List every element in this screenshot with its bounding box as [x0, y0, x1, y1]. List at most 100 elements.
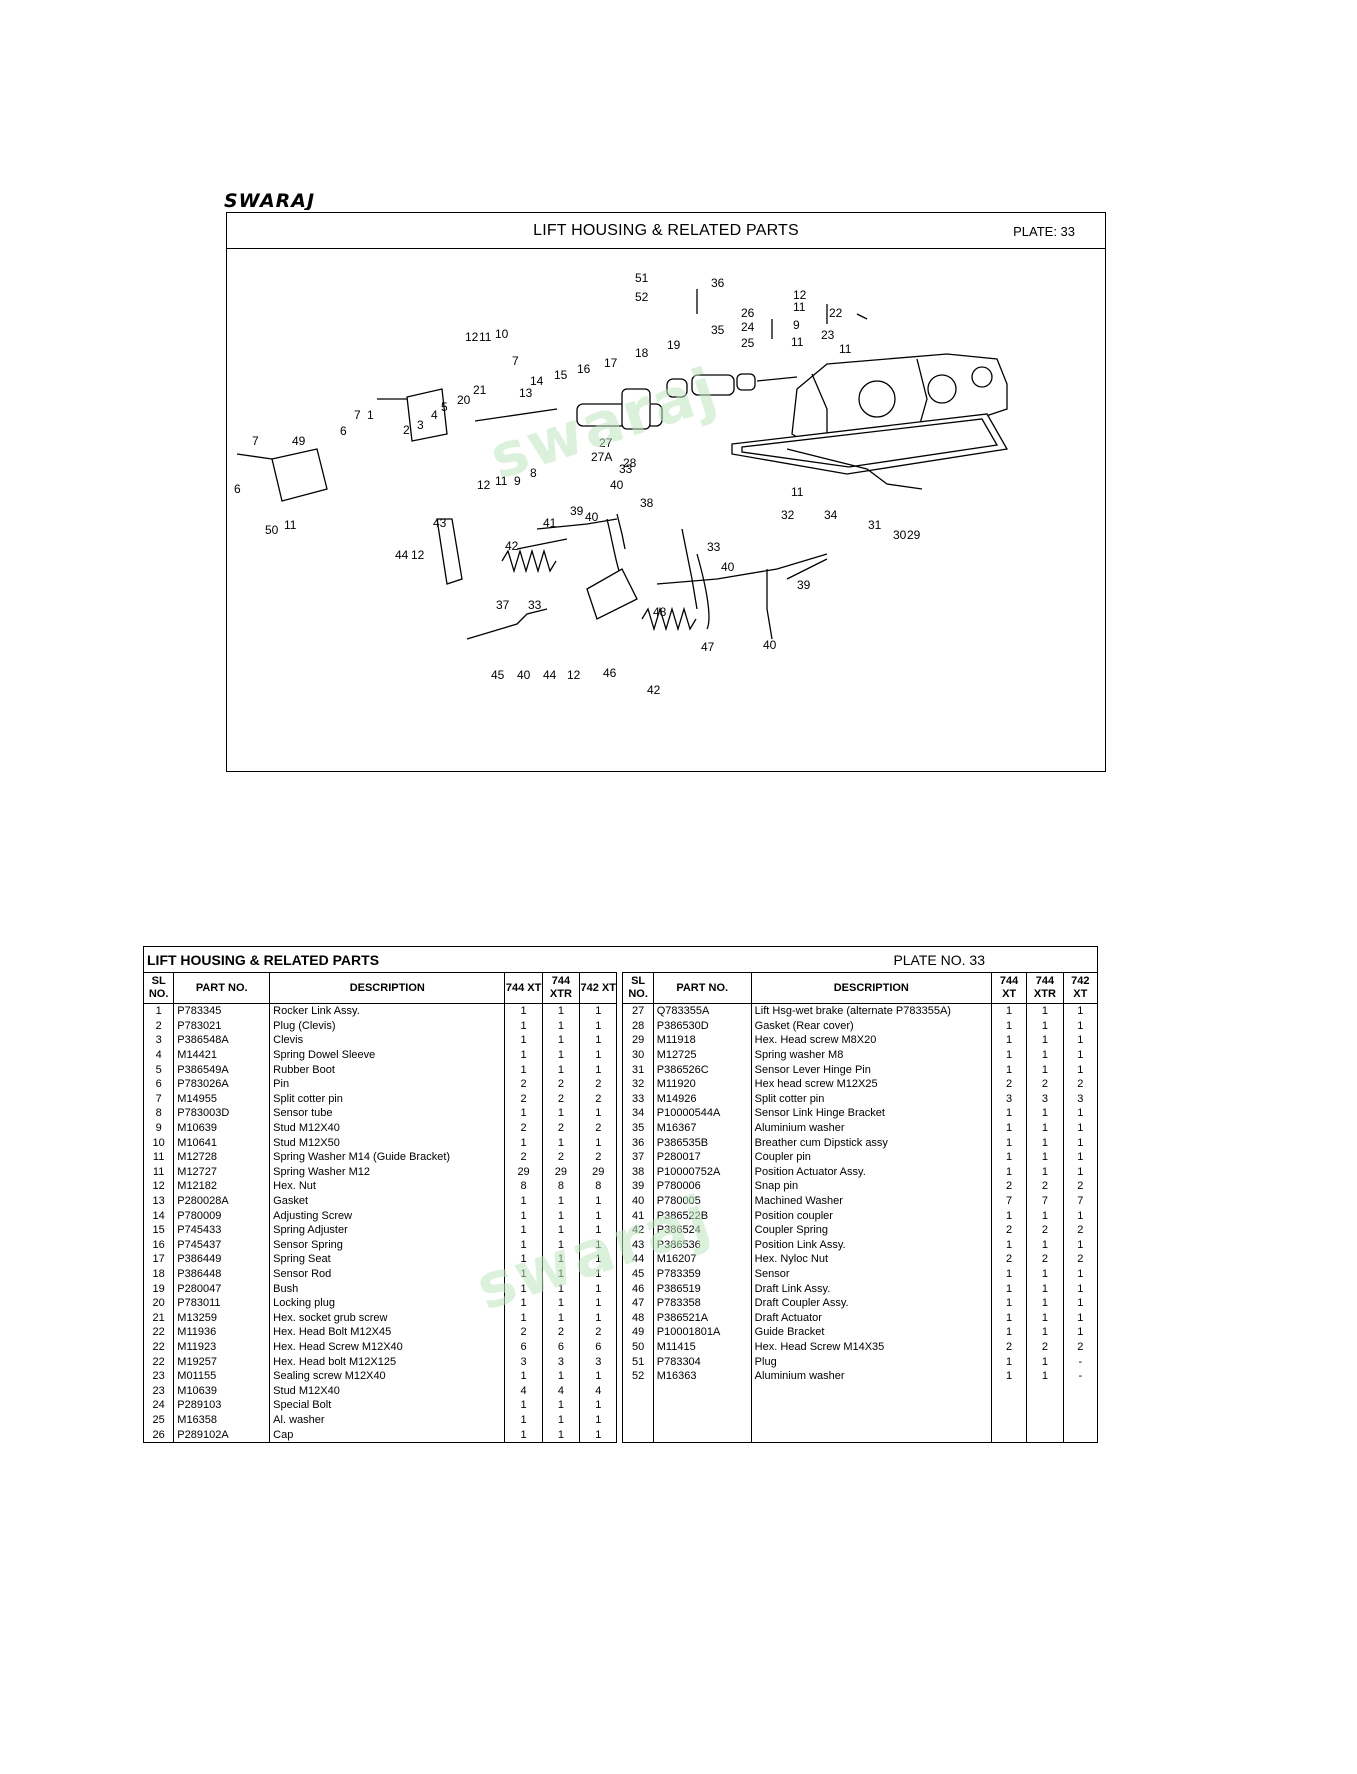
- cell-sl-no: 46: [622, 1281, 654, 1296]
- svg-text:29: 29: [907, 528, 921, 542]
- svg-text:13: 13: [519, 386, 533, 400]
- cell-744xtr: 1: [1026, 1208, 1064, 1223]
- cell-description: Sensor tube: [269, 1106, 506, 1121]
- cell-part-no: P289103: [173, 1398, 271, 1413]
- svg-text:40: 40: [585, 510, 599, 524]
- cell-sl-no: 34: [622, 1106, 654, 1121]
- cell-744xtr: 1: [541, 1427, 581, 1443]
- cell-744xtr: 1: [1026, 1325, 1064, 1340]
- cell-description: Hex. Nut: [269, 1179, 506, 1194]
- cell-part-no: P289102A: [173, 1427, 271, 1443]
- cell-744xt: 1: [990, 1295, 1028, 1311]
- cell-description: Sealing screw M12X40: [269, 1368, 506, 1384]
- cell-744xt: 2: [504, 1120, 543, 1136]
- cell-sl-no: [622, 1427, 654, 1443]
- cell-744xt: 3: [504, 1354, 543, 1369]
- cell-description: Position Actuator Assy.: [750, 1164, 992, 1180]
- cell-744xtr: 1: [541, 1047, 581, 1063]
- cell-744xtr: 1: [541, 1062, 581, 1077]
- cell-description: Plug: [750, 1354, 992, 1369]
- cell-744xtr: 1: [1026, 1033, 1064, 1048]
- cell-sl-no: 38: [622, 1164, 654, 1180]
- cell-742xt: 2: [579, 1149, 618, 1165]
- cell-744xtr: 1: [1026, 1237, 1064, 1253]
- cell-part-no: P10000544A: [652, 1106, 752, 1121]
- col-742xt-right: 742 XT: [1062, 972, 1099, 1004]
- parts-table: SL NO. PART NO. DESCRIPTION 744 XT 744 X…: [142, 972, 1099, 1443]
- cell-description: Aluminium washer: [750, 1120, 992, 1136]
- svg-text:7: 7: [252, 434, 259, 448]
- cell-744xt: 1: [990, 1120, 1028, 1136]
- cell-744xtr: 1: [541, 1003, 581, 1019]
- cell-744xtr: 1: [1026, 1149, 1064, 1165]
- cell-744xtr: 1: [541, 1222, 581, 1238]
- col-742xt: 742 XT: [579, 972, 618, 1004]
- cell-744xt: 1: [504, 1252, 543, 1267]
- svg-text:44: 44: [395, 548, 409, 562]
- col-744xtr-right: 744 XTR: [1026, 972, 1064, 1004]
- cell-part-no: M10641: [173, 1135, 271, 1150]
- cell-744xt: 2: [990, 1179, 1028, 1194]
- cell-sl-no: 48: [622, 1310, 654, 1326]
- cell-description: Sensor Spring: [269, 1237, 506, 1253]
- cell-sl-no: 28: [622, 1018, 654, 1034]
- cell-744xtr: 1: [541, 1208, 581, 1223]
- svg-text:42: 42: [505, 539, 519, 553]
- cell-sl-no: 2: [142, 1018, 175, 1034]
- svg-text:32: 32: [781, 508, 795, 522]
- cell-744xtr: 2: [1026, 1076, 1064, 1092]
- cell-description: Lift Hsg-wet brake (alternate P783355A): [750, 1003, 992, 1019]
- cell-744xt: 2: [504, 1149, 543, 1165]
- cell-744xtr: [1026, 1383, 1064, 1399]
- cell-744xt: 1: [504, 1106, 543, 1121]
- cell-part-no: M14926: [652, 1091, 752, 1107]
- cell-description: Hex. Head screw M8X20: [750, 1033, 992, 1048]
- col-sl-no: SL NO.: [142, 972, 175, 1004]
- cell-744xt: 1: [990, 1354, 1028, 1369]
- cell-sl-no: 13: [142, 1193, 175, 1209]
- cell-742xt: 1: [579, 1252, 618, 1267]
- cell-part-no: P280047: [173, 1281, 271, 1296]
- cell-part-no: M10639: [173, 1120, 271, 1136]
- cell-sl-no: 23: [142, 1383, 175, 1399]
- cell-sl-no: 42: [622, 1222, 654, 1238]
- cell-744xt: 1: [990, 1310, 1028, 1326]
- cell-part-no: P280017: [652, 1149, 752, 1165]
- cell-description: Stud M12X40: [269, 1383, 506, 1399]
- cell-part-no: M16207: [652, 1252, 752, 1267]
- cell-744xt: 1: [990, 1018, 1028, 1034]
- svg-text:39: 39: [797, 578, 811, 592]
- cell-744xtr: 2: [1026, 1179, 1064, 1194]
- cell-part-no: P783026A: [173, 1076, 271, 1092]
- col-part-no: PART NO.: [173, 972, 271, 1004]
- svg-text:7: 7: [512, 354, 519, 368]
- cell-description: Hex. Head Screw M12X40: [269, 1339, 506, 1355]
- cell-744xt: 1: [504, 1368, 543, 1384]
- cell-description: Bush: [269, 1281, 506, 1296]
- svg-text:27A: 27A: [591, 450, 612, 464]
- cell-742xt: -: [1062, 1354, 1099, 1369]
- cell-description: Hex head screw M12X25: [750, 1076, 992, 1092]
- cell-744xt: 2: [990, 1339, 1028, 1355]
- svg-text:40: 40: [721, 560, 735, 574]
- cell-description: Sensor Link Hinge Bracket: [750, 1106, 992, 1121]
- cell-742xt: 1: [579, 1033, 618, 1048]
- cell-description: Split cotter pin: [269, 1091, 506, 1107]
- cell-744xtr: 1: [541, 1237, 581, 1253]
- col-744xt-right: 744 XT: [990, 972, 1028, 1004]
- cell-744xtr: 2: [541, 1325, 581, 1340]
- cell-description: Sensor Rod: [269, 1266, 506, 1282]
- cell-744xtr: 2: [541, 1076, 581, 1092]
- cell-744xtr: 1: [1026, 1018, 1064, 1034]
- cell-742xt: 8: [579, 1179, 618, 1194]
- cell-742xt: 1: [579, 1193, 618, 1209]
- cell-sl-no: 26: [142, 1427, 175, 1443]
